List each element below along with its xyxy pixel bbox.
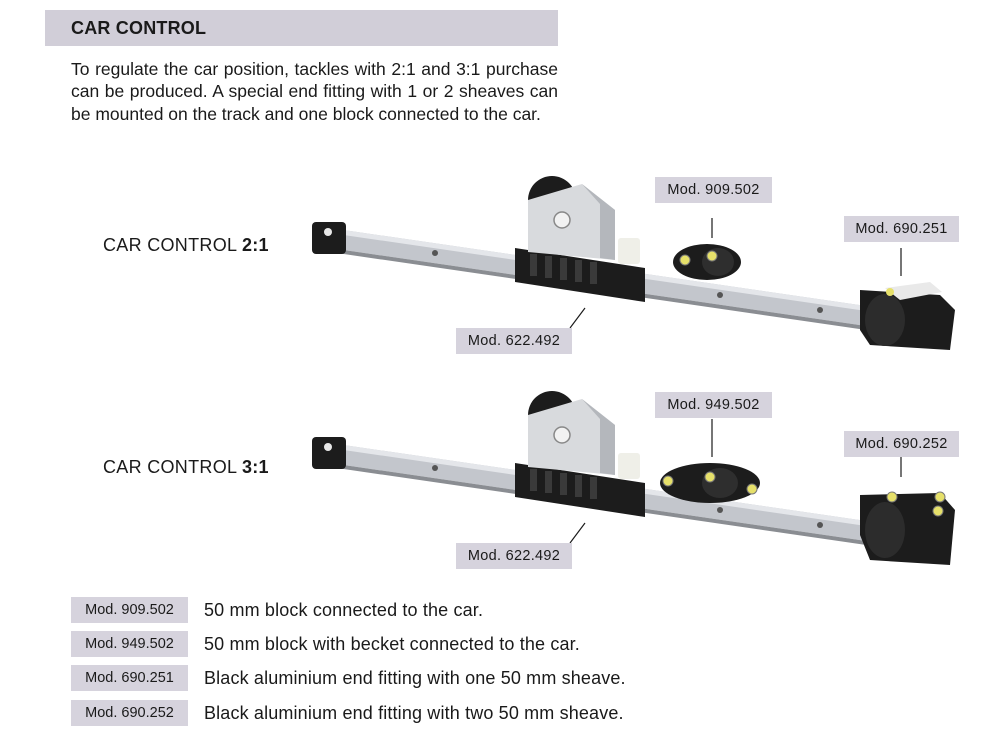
row-label-2-1: CAR CONTROL 2:1 (103, 235, 269, 256)
row-label-prefix: CAR CONTROL (103, 235, 242, 255)
car-control-3-1-illustration (312, 391, 955, 565)
tag-car-model: Mod. 622.492 (456, 328, 572, 354)
car-control-2-1-illustration (312, 176, 955, 350)
block-949-502 (660, 463, 760, 503)
row-label-prefix: CAR CONTROL (103, 457, 242, 477)
track-end-stop (312, 437, 346, 469)
car-622-492 (515, 176, 645, 302)
end-fitting-690-251 (860, 282, 955, 350)
tag-end-fitting-model: Mod. 690.252 (844, 431, 959, 457)
legend-description: 50 mm block connected to the car. (204, 600, 484, 620)
leader-line-car (569, 307, 586, 329)
legend-code: Mod. 909.502 (71, 597, 188, 623)
tag-car-model: Mod. 622.492 (456, 543, 572, 569)
row-label-ratio: 3:1 (241, 457, 269, 477)
legend-description: 50 mm block with becket connected to the… (204, 634, 580, 654)
tag-block-model: Mod. 909.502 (655, 177, 772, 203)
tag-end-fitting-model: Mod. 690.251 (844, 216, 959, 242)
legend-description: Black aluminium end fitting with one 50 … (204, 668, 626, 688)
legend-code: Mod. 949.502 (71, 631, 188, 657)
section-header: CAR CONTROL (45, 10, 558, 46)
car-622-492 (515, 391, 645, 517)
leader-line-car (569, 522, 586, 544)
end-fitting-690-252 (860, 491, 955, 565)
intro-paragraph: To regulate the car position, tackles wi… (71, 59, 558, 124)
row-label-ratio: 2:1 (241, 235, 269, 255)
block-909-502 (673, 244, 741, 280)
legend-description: Black aluminium end fitting with two 50 … (204, 703, 624, 723)
track-end-stop (312, 222, 346, 254)
tag-block-model: Mod. 949.502 (655, 392, 772, 418)
row-label-3-1: CAR CONTROL 3:1 (103, 457, 269, 478)
section-title: CAR CONTROL (71, 17, 207, 38)
legend-code: Mod. 690.252 (71, 700, 188, 726)
legend-code: Mod. 690.251 (71, 665, 188, 691)
